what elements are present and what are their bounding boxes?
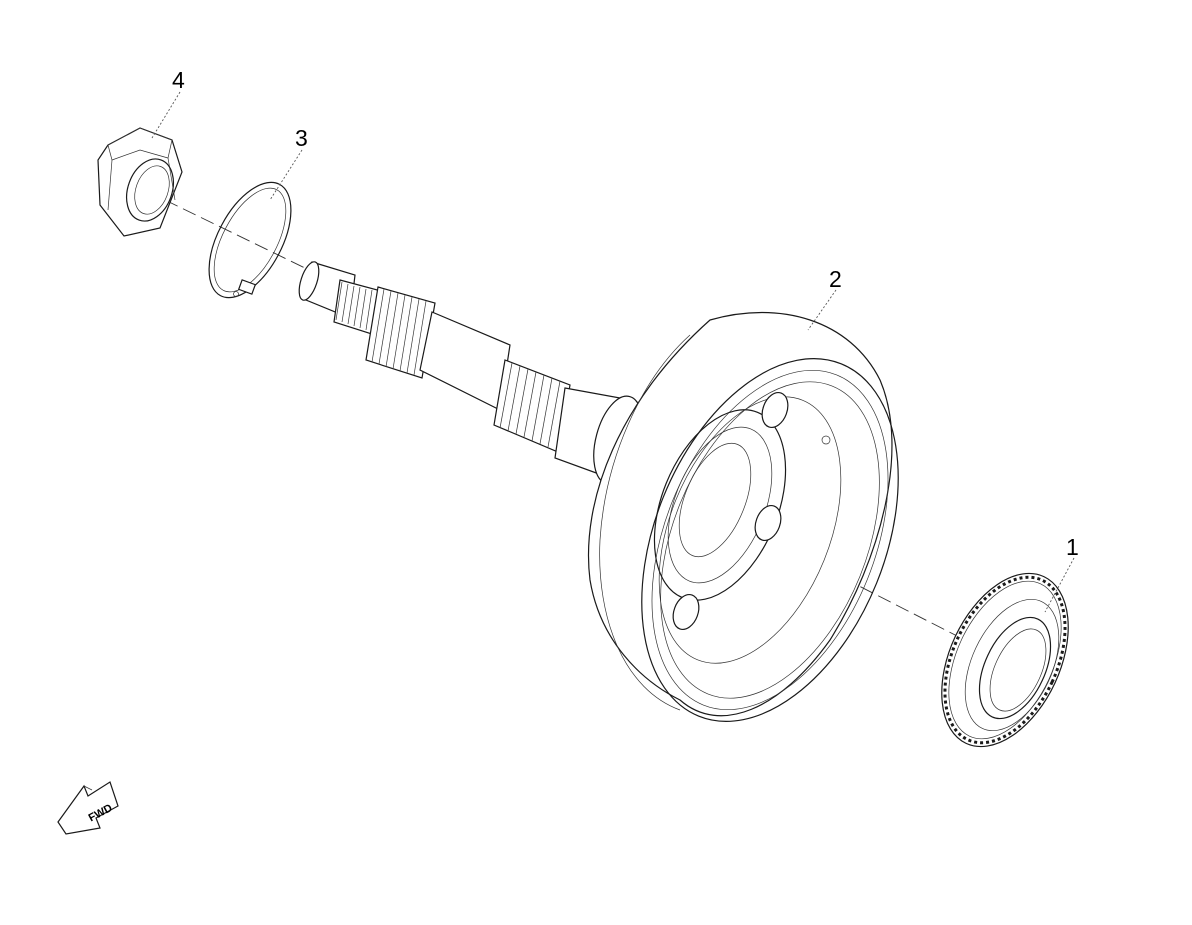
fwd-arrow-icon: FWD bbox=[57, 781, 119, 835]
callout-4: 4 bbox=[172, 67, 185, 93]
part-sprag-clutch bbox=[941, 572, 1069, 748]
part-shaft-drum bbox=[298, 261, 899, 722]
leader-lines bbox=[151, 91, 1075, 613]
part-hex-nut bbox=[97, 127, 183, 237]
callout-2: 2 bbox=[829, 266, 842, 292]
callout-1: 1 bbox=[1066, 534, 1079, 560]
callout-3: 3 bbox=[295, 125, 308, 151]
part-snap-ring bbox=[208, 181, 292, 299]
